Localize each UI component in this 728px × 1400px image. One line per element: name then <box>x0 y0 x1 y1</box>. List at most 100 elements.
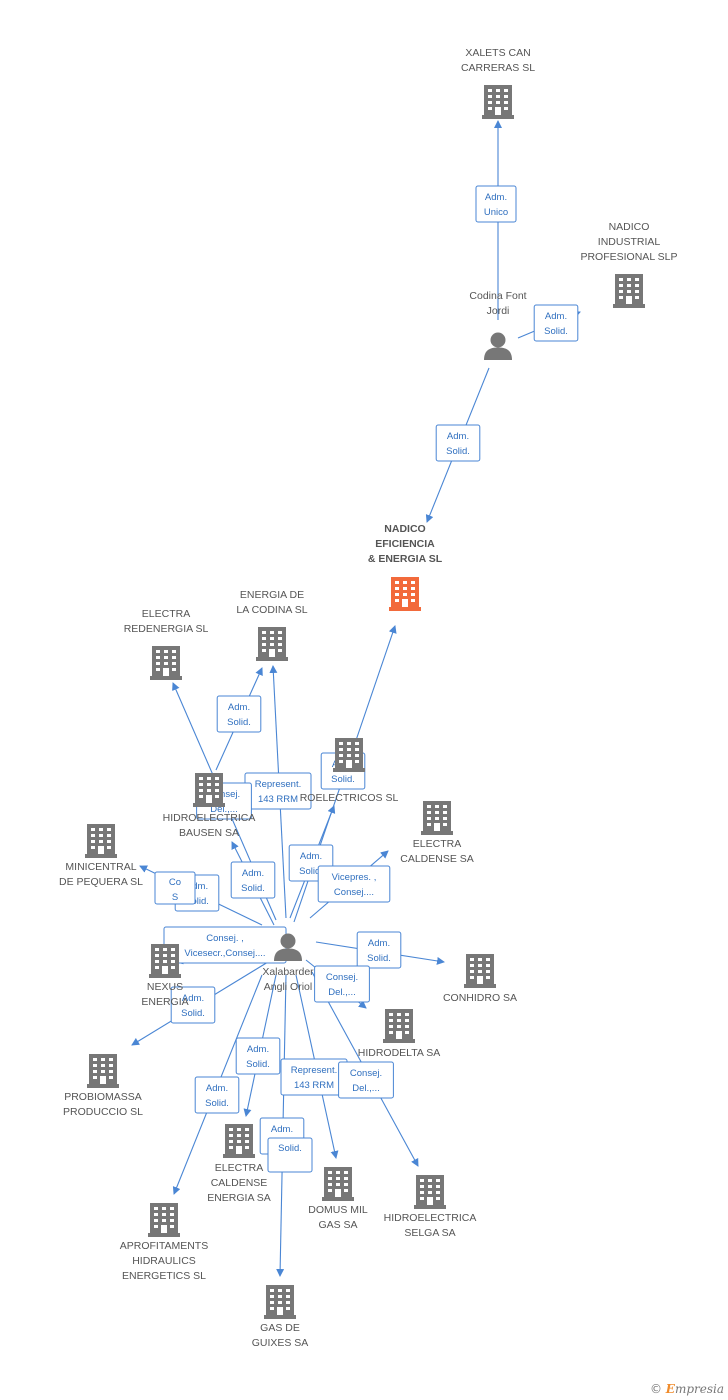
relation-label-text: Consej. <box>208 789 240 800</box>
node-label: NADICO <box>609 221 650 233</box>
relation-label-text: Del.,... <box>210 804 237 815</box>
copyright-mark: © <box>649 1382 662 1396</box>
relation-label-xalabarder-electra_cald[interactable]: Vicepres. ,Consej.... <box>317 865 391 903</box>
node-label: Angli Oriol <box>264 981 312 993</box>
relation-label-text: Adm. <box>368 938 390 949</box>
node-label: CALDENSE <box>211 1177 268 1189</box>
relation-label-partial[interactable]: CoS <box>154 871 196 905</box>
node-conhidro[interactable]: CONHIDRO SA <box>443 954 517 1004</box>
node-xalets[interactable]: XALETS CAN CARRERAS SL <box>461 47 535 119</box>
building-icon <box>322 1167 354 1201</box>
relation-label-xalabarder-domus[interactable]: Represent.143 RRM <box>280 1058 348 1096</box>
node-electra_red[interactable]: ELECTRA REDENERGIA SL <box>124 608 209 680</box>
node-label: APROFITAMENTS <box>120 1240 208 1252</box>
node-label: Xalabarder <box>262 966 314 978</box>
building-icon <box>464 954 496 988</box>
building-icon <box>389 577 421 611</box>
relation-label-text: Consej. , <box>206 933 244 944</box>
building-icon <box>150 646 182 680</box>
relation-label-xalabarder-electra_cald_en[interactable]: Adm. Solid. <box>235 1037 281 1075</box>
relation-label-text: Unico <box>484 207 508 218</box>
relation-label-xalabarder-nexus[interactable]: Consej. , Vicesecr.,Consej.... <box>163 926 287 964</box>
node-label: HIDRAULICS <box>132 1255 196 1267</box>
relation-label-text: Del.,... <box>328 987 355 998</box>
node-label: NEXUS <box>147 981 183 993</box>
relation-label-text: Solid. <box>181 1008 205 1019</box>
node-electra_cald_en[interactable]: ELECTRA CALDENSE ENERGIA SA <box>207 1124 271 1204</box>
empresia-logo: © Empresia <box>650 1382 724 1396</box>
node-label: REDENERGIA SL <box>124 623 209 635</box>
node-label: CONHIDRO SA <box>443 992 517 1004</box>
relation-label-codina-xalets[interactable]: Adm.Unico <box>475 185 517 223</box>
relation-label-xalabarder-hidro_bausen[interactable]: Adm.Solid. <box>230 861 276 899</box>
relation-label-xalabarder-aprofitaments[interactable]: Adm. Solid. <box>194 1076 240 1114</box>
node-hidrodelta[interactable]: HIDRODELTA SA <box>358 1009 440 1059</box>
node-label: MINICENTRAL <box>65 861 136 873</box>
node-label: BAUSEN SA <box>179 827 239 839</box>
relation-label-xalabarder-probiomassa[interactable]: Adm.Solid. <box>170 986 216 1024</box>
relation-label-text: Solid. <box>227 717 251 728</box>
building-icon <box>264 1285 296 1319</box>
node-label: XALETS CAN <box>465 47 530 59</box>
building-icon <box>414 1175 446 1209</box>
node-label: ELECTRA <box>142 608 190 620</box>
relation-label-text: Adm. <box>247 1044 269 1055</box>
building-icon <box>87 1054 119 1088</box>
relation-label-text: Del.,... <box>352 1083 379 1094</box>
node-label: DOMUS MIL <box>308 1204 368 1216</box>
relation-label-xalabarder-conhidro[interactable]: Adm. Solid. <box>356 931 402 969</box>
relation-label-text: Solid. <box>278 1143 302 1154</box>
relation-label-text: Solid. <box>331 774 355 785</box>
relation-label-xalabarder-hidro_selga[interactable]: Consej.Del.,... <box>338 1061 394 1099</box>
node-roelec[interactable]: ROELECTRICOS SL <box>300 738 399 804</box>
node-label: CARRERAS SL <box>461 62 535 74</box>
building-icon <box>482 85 514 119</box>
relation-label-text: Solid. <box>205 1098 229 1109</box>
node-label: ELECTRA <box>413 838 461 850</box>
relation-label-hidro_bausen-energia_codina[interactable]: Adm.Solid. <box>216 695 262 733</box>
node-label: ENERGETICS SL <box>122 1270 206 1282</box>
node-label: Jordi <box>487 305 510 317</box>
relation-label-codina-nadico_ind[interactable]: Adm.Solid. <box>533 304 579 342</box>
node-label: ENERGIA SA <box>207 1192 271 1204</box>
relation-label-text: S <box>172 892 178 903</box>
relation-label-partial[interactable]: Solid. <box>267 1137 313 1173</box>
relation-label-text: Solid. <box>367 953 391 964</box>
node-label: ELECTRA <box>215 1162 263 1174</box>
node-label: ENERGIA <box>141 996 188 1008</box>
relation-label-xalabarder-hidrodelta[interactable]: Consej.Del.,... <box>314 965 370 1003</box>
relation-label-text: 143 RRM <box>258 794 298 805</box>
node-label: GAS DE <box>260 1322 300 1334</box>
node-label: NADICO <box>384 523 425 535</box>
relation-label-text: Adm. <box>186 881 208 892</box>
node-label: INDUSTRIAL <box>598 236 661 248</box>
building-icon <box>223 1124 255 1158</box>
node-nexus[interactable]: NEXUS ENERGIA <box>141 944 189 1008</box>
relation-label-text: Solid. <box>446 446 470 457</box>
node-aprofitaments[interactable]: APROFITAMENTS HIDRAULICS ENERGETICS SL <box>120 1203 208 1282</box>
relation-label-text: Adm. <box>271 1124 293 1135</box>
brand-initial: E <box>665 1382 675 1396</box>
relation-label-text: Adm. <box>206 1083 228 1094</box>
building-icon <box>193 773 225 807</box>
relation-label-text: Vicesecr.,Consej.... <box>184 948 265 959</box>
node-label: ROELECTRICOS SL <box>300 792 399 804</box>
relation-label-text: Vicepres. , <box>332 872 377 883</box>
building-icon <box>149 944 181 978</box>
relation-label-text: Solid. <box>246 1059 270 1070</box>
relation-label-codina-nadico_ef[interactable]: Adm.Solid. <box>435 424 481 462</box>
node-label: SELGA SA <box>404 1227 455 1239</box>
